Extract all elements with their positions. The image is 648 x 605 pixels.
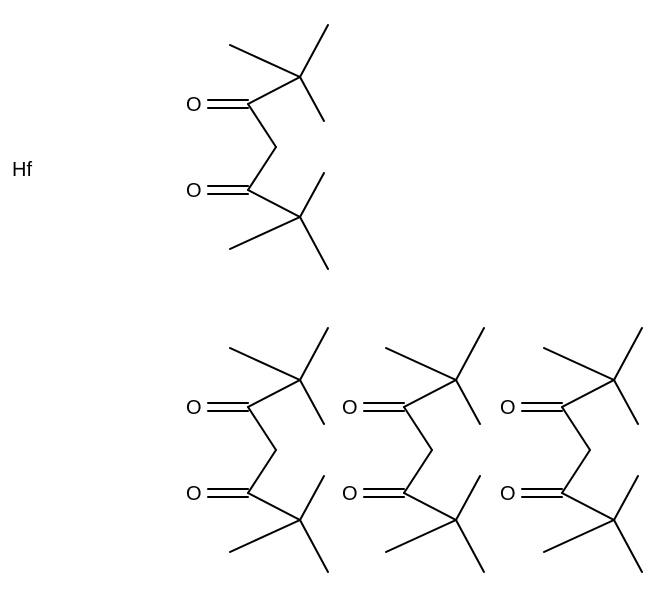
metal-label: Hf	[12, 159, 32, 181]
single-bond	[247, 379, 301, 408]
single-bond	[247, 189, 301, 218]
single-bond	[561, 492, 615, 521]
single-bond	[543, 347, 615, 381]
oxygen-label: O	[500, 483, 516, 505]
single-bond	[613, 379, 639, 425]
single-bond	[299, 475, 325, 521]
single-bond	[385, 347, 457, 381]
single-bond	[247, 146, 277, 191]
oxygen-label: O	[342, 397, 358, 419]
single-bond	[613, 519, 643, 573]
single-bond	[229, 519, 301, 553]
single-bond	[561, 449, 591, 494]
single-bond	[455, 327, 485, 381]
single-bond	[613, 475, 639, 521]
single-bond	[247, 76, 301, 105]
single-bond	[299, 379, 325, 425]
single-bond	[299, 327, 329, 381]
single-bond	[299, 216, 329, 270]
single-bond	[543, 519, 615, 553]
single-bond	[229, 347, 301, 381]
single-bond	[299, 76, 325, 122]
oxygen-label: O	[500, 397, 516, 419]
single-bond	[561, 379, 615, 408]
oxygen-label: O	[186, 180, 202, 202]
single-bond	[385, 519, 457, 553]
single-bond	[455, 379, 481, 425]
single-bond	[247, 406, 277, 451]
single-bond	[247, 492, 301, 521]
single-bond	[403, 406, 433, 451]
single-bond	[299, 24, 329, 78]
single-bond	[247, 449, 277, 494]
oxygen-label: O	[342, 483, 358, 505]
single-bond	[403, 449, 433, 494]
single-bond	[561, 406, 591, 451]
single-bond	[403, 492, 457, 521]
single-bond	[299, 519, 329, 573]
single-bond	[247, 103, 277, 148]
oxygen-label: O	[186, 94, 202, 116]
single-bond	[299, 172, 325, 218]
single-bond	[229, 44, 301, 78]
single-bond	[613, 327, 643, 381]
oxygen-label: O	[186, 483, 202, 505]
single-bond	[229, 216, 301, 250]
single-bond	[455, 475, 481, 521]
single-bond	[455, 519, 485, 573]
oxygen-label: O	[186, 397, 202, 419]
single-bond	[403, 379, 457, 408]
